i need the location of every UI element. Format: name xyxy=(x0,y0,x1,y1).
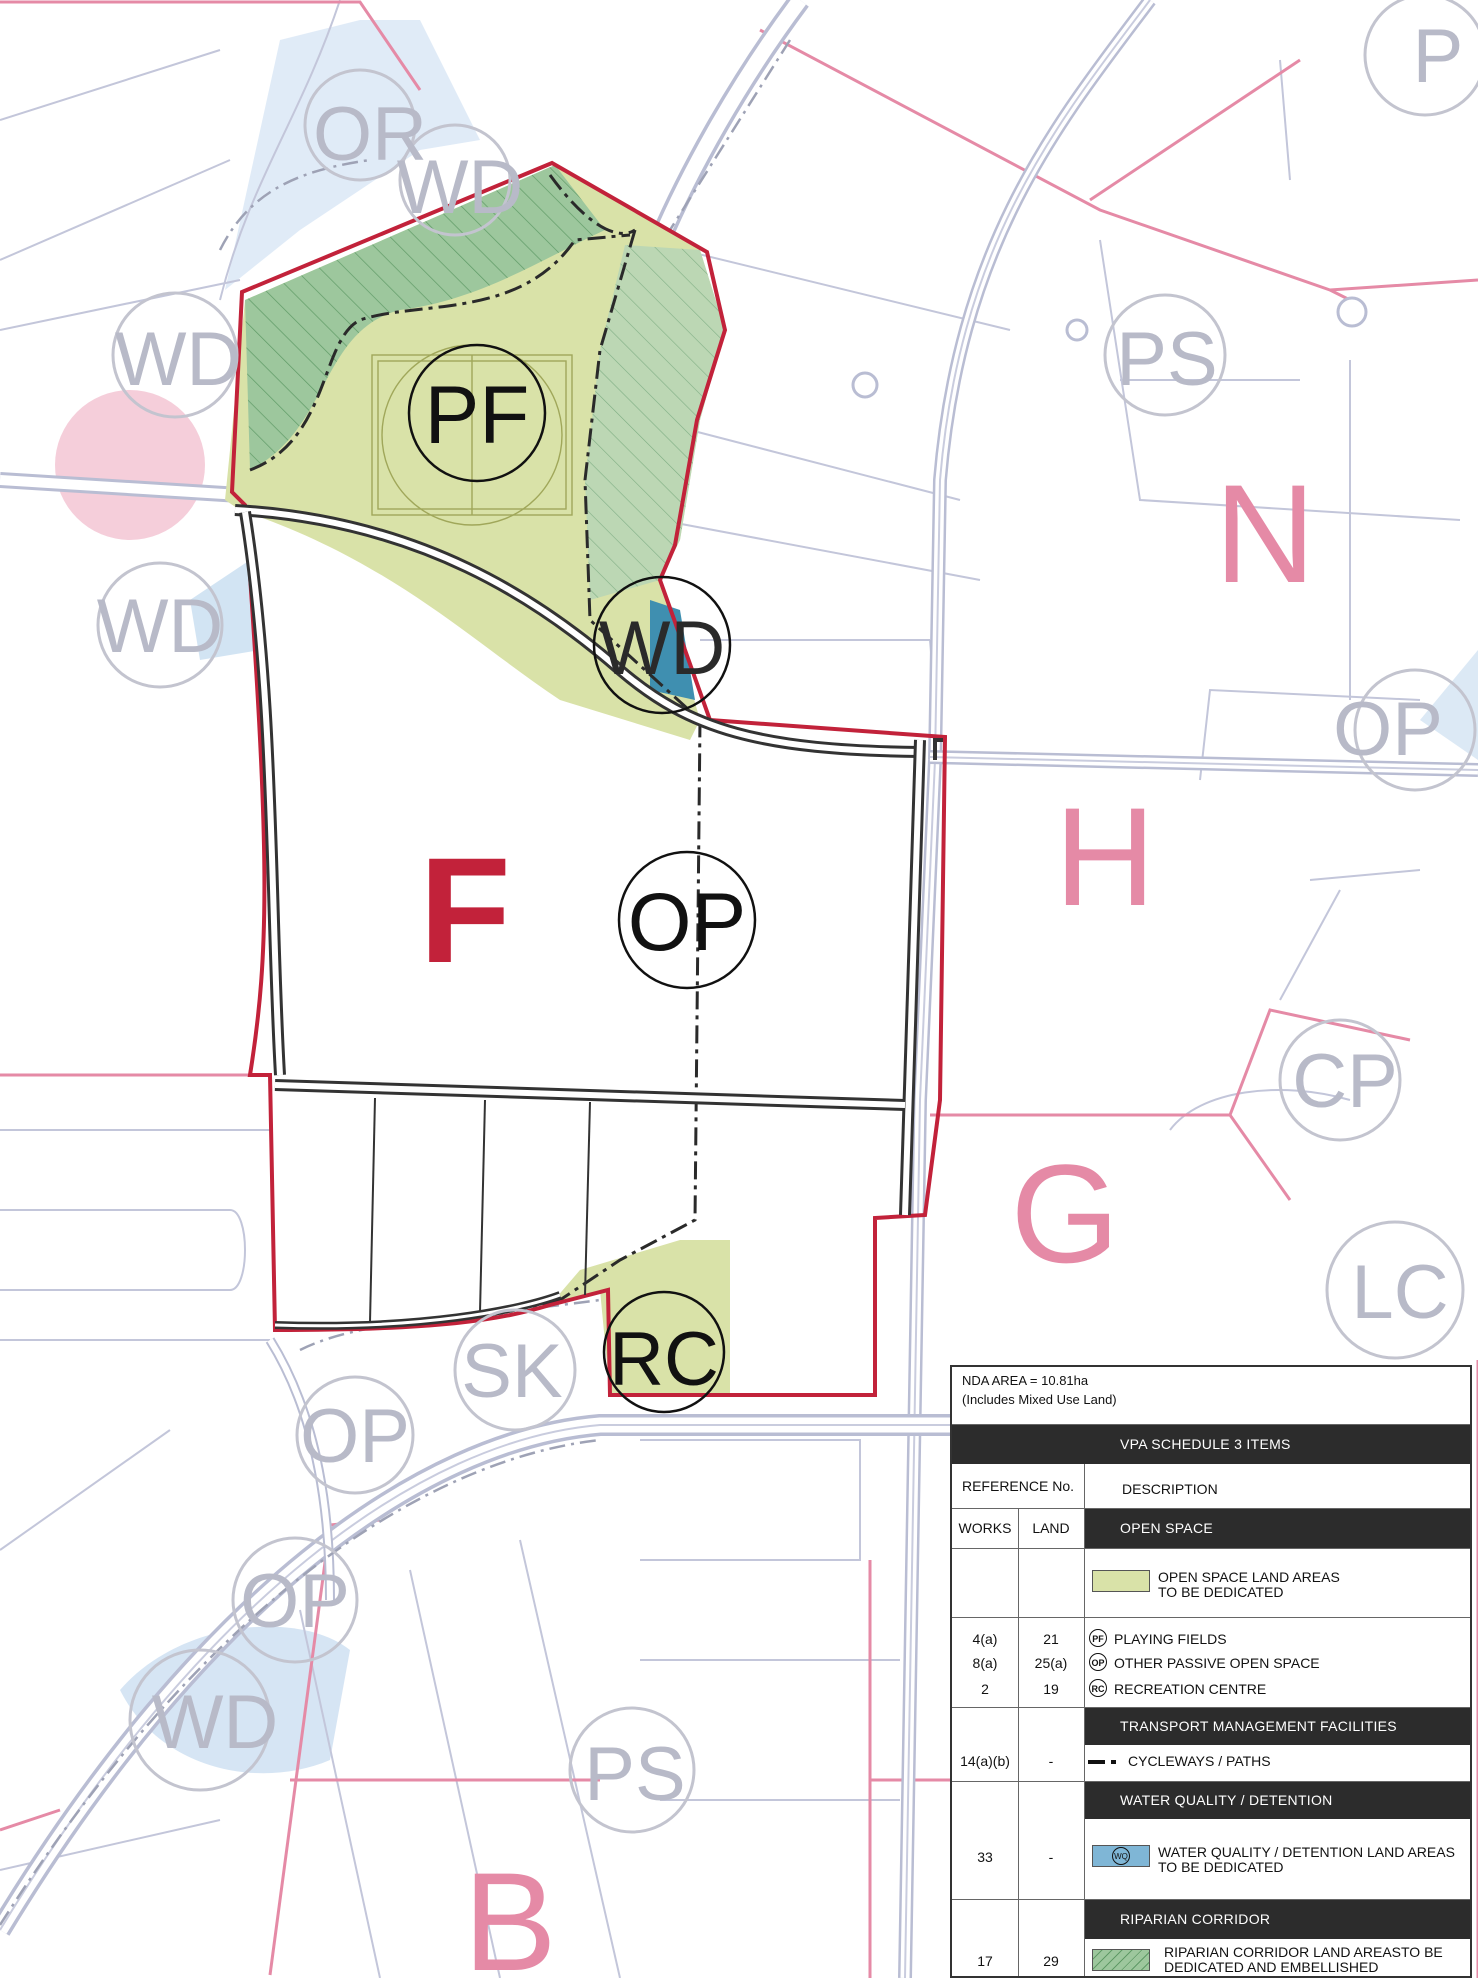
works-ref: 8(a) xyxy=(972,1655,998,1671)
riparian-header: RIPARIAN CORRIDOR xyxy=(1084,1899,1470,1939)
works-ref: 2 xyxy=(981,1681,989,1697)
precinct-letter-n: N xyxy=(1214,455,1315,612)
faded-labels xyxy=(96,0,1478,1834)
label-pf: PF xyxy=(425,370,530,461)
lot-lines xyxy=(369,1097,591,1323)
label-rc: RC xyxy=(609,1317,719,1402)
faded-label: WD xyxy=(397,145,524,230)
precinct-f-boundary xyxy=(229,160,948,1397)
works-ref: 14(a)(b) xyxy=(960,1753,1010,1769)
faded-label: OR xyxy=(313,92,427,177)
internal-roads xyxy=(234,504,943,1330)
riparian-line1: RIPARIAN CORRIDOR LAND AREASTO BE xyxy=(1164,1944,1443,1960)
faded-label: WD xyxy=(97,584,224,669)
legend-panel: NDA AREA = 10.81ha (Includes Mixed Use L… xyxy=(950,1365,1472,1978)
water-line1: WATER QUALITY / DETENTION LAND AREAS xyxy=(1158,1844,1455,1860)
op-symbol-icon: OP xyxy=(1089,1653,1107,1671)
faded-label-text: OR WD WD WD PS OP CP LC SK OP OP WD PS xyxy=(97,92,1449,1817)
legend-item-label: OTHER PASSIVE OPEN SPACE xyxy=(1114,1655,1320,1671)
reference-header: REFERENCE No. xyxy=(961,1478,1075,1494)
precinct-letter-p: P xyxy=(1413,14,1464,99)
cycleway-line-icon xyxy=(1088,1760,1116,1764)
faded-label: WD xyxy=(115,317,242,402)
precinct-letter-f: F xyxy=(419,826,511,994)
land-ref: 29 xyxy=(1043,1953,1059,1969)
land-ref: 21 xyxy=(1043,1631,1059,1647)
legend-item-playing-fields: 4(a) 21 PF PLAYING FIELDS xyxy=(952,1629,1470,1653)
label-op: OP xyxy=(628,877,746,968)
land-ref: 19 xyxy=(1043,1681,1059,1697)
faded-label: PS xyxy=(1116,317,1217,402)
open-space-land-line2: TO BE DEDICATED xyxy=(1158,1584,1284,1600)
precinct-letter-h: H xyxy=(1054,778,1155,935)
riparian-title: RIPARIAN CORRIDOR xyxy=(1120,1911,1271,1927)
pf-symbol-icon: PF xyxy=(1089,1629,1107,1647)
riparian-swatch xyxy=(1092,1949,1150,1971)
cycleways-label: CYCLEWAYS / PATHS xyxy=(1128,1753,1271,1769)
schedule-header: VPA SCHEDULE 3 ITEMS xyxy=(952,1424,1470,1464)
precinct-letter-g: G xyxy=(1011,1135,1120,1292)
faded-label: OP xyxy=(300,1394,410,1479)
legend-item-passive-open-space: 8(a) 25(a) OP OTHER PASSIVE OPEN SPACE xyxy=(952,1653,1470,1677)
faded-label: CP xyxy=(1292,1039,1398,1124)
water-line2: TO BE DEDICATED xyxy=(1158,1859,1284,1875)
faded-label: OP xyxy=(1333,687,1443,772)
transport-title: TRANSPORT MANAGEMENT FACILITIES xyxy=(1120,1718,1397,1734)
label-wd: WD xyxy=(599,606,726,691)
faded-label: OP xyxy=(240,1559,350,1644)
description-header: DESCRIPTION xyxy=(1122,1481,1218,1497)
faded-label: LC xyxy=(1351,1250,1448,1335)
precinct-letter-b: B xyxy=(463,1843,556,1978)
land-ref: 25(a) xyxy=(1034,1655,1068,1671)
legend-item-label: PLAYING FIELDS xyxy=(1114,1631,1227,1647)
faded-label: PS xyxy=(584,1732,685,1817)
land-ref: - xyxy=(1048,1753,1054,1769)
faded-label: SK xyxy=(461,1329,562,1414)
works-ref: 17 xyxy=(977,1953,993,1969)
land-ref: - xyxy=(1048,1849,1054,1865)
schedule-title: VPA SCHEDULE 3 ITEMS xyxy=(1120,1436,1291,1452)
transport-header: TRANSPORT MANAGEMENT FACILITIES xyxy=(1084,1707,1470,1745)
water-bodies xyxy=(55,20,1478,1774)
works-ref: 4(a) xyxy=(972,1631,998,1647)
works-header: WORKS xyxy=(958,1520,1012,1536)
water-quality-symbol-icon: WQ xyxy=(1112,1847,1130,1865)
legend-item-recreation-centre: 2 19 RC RECREATION CENTRE xyxy=(952,1679,1470,1703)
riparian-line2: DEDICATED AND EMBELLISHED xyxy=(1164,1959,1379,1975)
land-header: LAND xyxy=(1032,1520,1070,1536)
nda-area: NDA AREA = 10.81ha xyxy=(962,1373,1089,1388)
nda-note: (Includes Mixed Use Land) xyxy=(962,1392,1117,1407)
open-space-title: OPEN SPACE xyxy=(1120,1520,1213,1536)
water-swatch: WQ xyxy=(1092,1845,1150,1867)
legend-item-label: RECREATION CENTRE xyxy=(1114,1681,1267,1697)
water-title: WATER QUALITY / DETENTION xyxy=(1120,1792,1333,1808)
open-space-swatch xyxy=(1092,1570,1150,1592)
works-ref: 33 xyxy=(977,1849,993,1865)
open-space-area xyxy=(225,165,730,1395)
open-space-land-line1: OPEN SPACE LAND AREAS xyxy=(1158,1569,1340,1585)
faded-label: WD xyxy=(152,1680,279,1765)
rc-symbol-icon: RC xyxy=(1089,1679,1107,1697)
active-labels xyxy=(407,343,757,1414)
open-space-header: OPEN SPACE xyxy=(1084,1508,1470,1548)
water-header: WATER QUALITY / DETENTION xyxy=(1084,1781,1470,1819)
